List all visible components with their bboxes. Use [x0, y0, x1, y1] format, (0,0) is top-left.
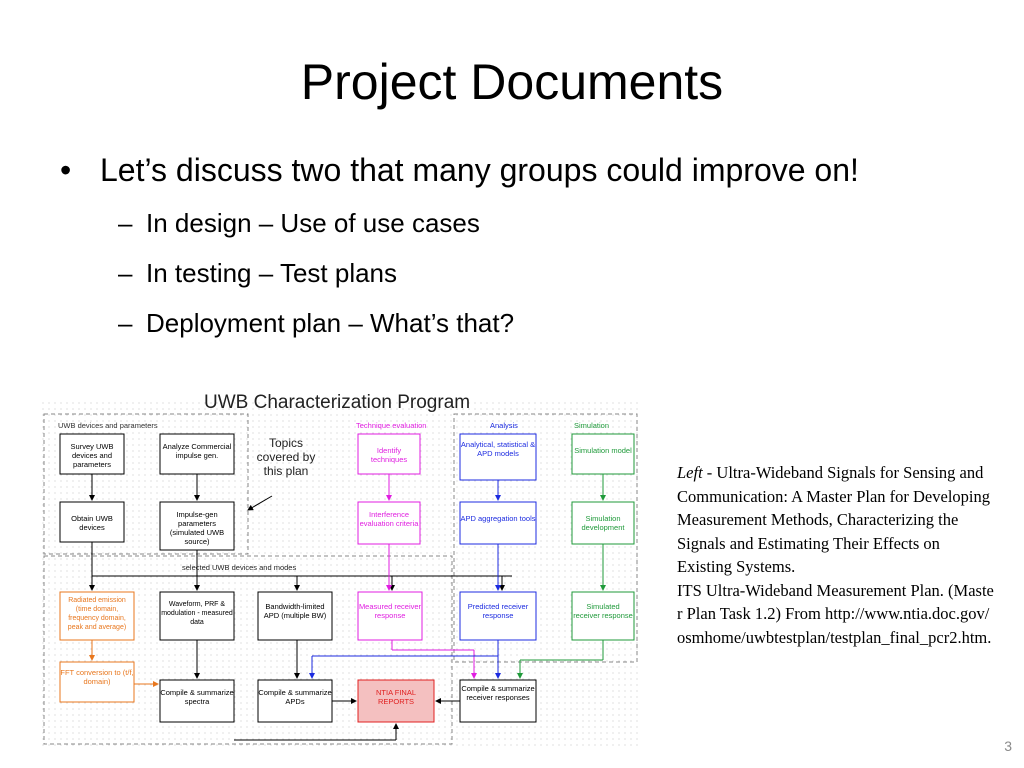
sub-bullet: – In design – Use of use cases — [60, 206, 859, 240]
caption-text: - Ultra-Wideband Signals for Sensing and… — [677, 463, 991, 576]
caption-para-1: Left - Ultra-Wideband Signals for Sensin… — [677, 461, 997, 579]
box-apd-agg: APD aggregation tools — [460, 514, 536, 523]
box-sim-model: Simulation model — [574, 446, 632, 455]
box-interference: Interference evaluation criteria — [359, 510, 419, 528]
section-analysis-label: Analysis — [490, 421, 518, 430]
box-simulated: Simulated receiver response — [573, 602, 633, 620]
box-bandwidth: Bandwidth-limited APD (multiple BW) — [263, 602, 327, 620]
uwb-program-diagram: UWB Characterization Program UWB devices… — [42, 384, 640, 748]
box-survey: Survey UWB devices and parameters — [70, 442, 114, 469]
box-final-reports: NTIA FINAL REPORTS — [375, 688, 416, 706]
sub-bullet-text: In design – Use of use cases — [146, 208, 480, 238]
bullet-main: • Let’s discuss two that many groups cou… — [60, 150, 859, 190]
section-techniques-label: Technique evaluation — [356, 421, 426, 430]
box-analytical: Analytical, statistical & APD models — [460, 440, 536, 458]
box-obtain: Obtain UWB devices — [71, 514, 113, 532]
sub-bullet: – Deployment plan – What’s that? — [60, 306, 859, 340]
box-compile-spectra: Compile & summarize spectra — [160, 688, 234, 706]
section-simulation-label: Simulation — [574, 421, 609, 430]
dash-icon: – — [118, 258, 133, 288]
page-number: 3 — [1004, 738, 1012, 754]
dash-icon: – — [118, 308, 133, 338]
sub-bullet: – In testing – Test plans — [60, 256, 859, 290]
diagram-title: UWB Characterization Program — [204, 392, 470, 413]
topics-note: Topics covered by this plan — [256, 436, 316, 478]
caption-lead: Left — [677, 463, 703, 482]
box-identify: Identify techniques — [370, 446, 408, 464]
bus-label: selected UWB devices and modes — [182, 563, 296, 572]
box-radiated: Radiated emission (time domain, frequenc… — [67, 597, 127, 631]
box-compile-receiver: Compile & summarize receiver responses — [461, 684, 535, 702]
box-fft: FFT conversion to (t/f, domain) — [60, 668, 134, 686]
box-compile-apd: Compile & summarize APDs — [258, 688, 332, 706]
box-waveform: Waveform, PRF & modulation - measured da… — [161, 601, 233, 626]
box-predicted: Predicted receiver response — [467, 602, 529, 620]
box-analyze: Analyze Commercial impulse gen. — [162, 442, 232, 460]
slide-title: Project Documents — [300, 54, 724, 110]
box-sim-devel: Simulation development — [581, 514, 625, 532]
bullet-dot-icon: • — [60, 152, 72, 188]
section-devices-label: UWB devices and parameters — [58, 421, 158, 430]
sub-bullet-text: In testing – Test plans — [146, 258, 398, 288]
bullet-main-text: Let’s discuss two that many groups could… — [100, 152, 859, 188]
caption-para-2: ITS Ultra-Wideband Measurement Plan. (Ma… — [677, 580, 994, 647]
box-impulse: Impulse-gen parameters (simulated UWB so… — [169, 510, 225, 546]
sub-bullet-text: Deployment plan – What’s that? — [146, 308, 515, 338]
dash-icon: – — [118, 208, 133, 238]
box-measured: Measured receiver response — [358, 602, 422, 620]
bullet-list: • Let’s discuss two that many groups cou… — [60, 150, 859, 340]
figure-caption: Left - Ultra-Wideband Signals for Sensin… — [677, 461, 997, 649]
